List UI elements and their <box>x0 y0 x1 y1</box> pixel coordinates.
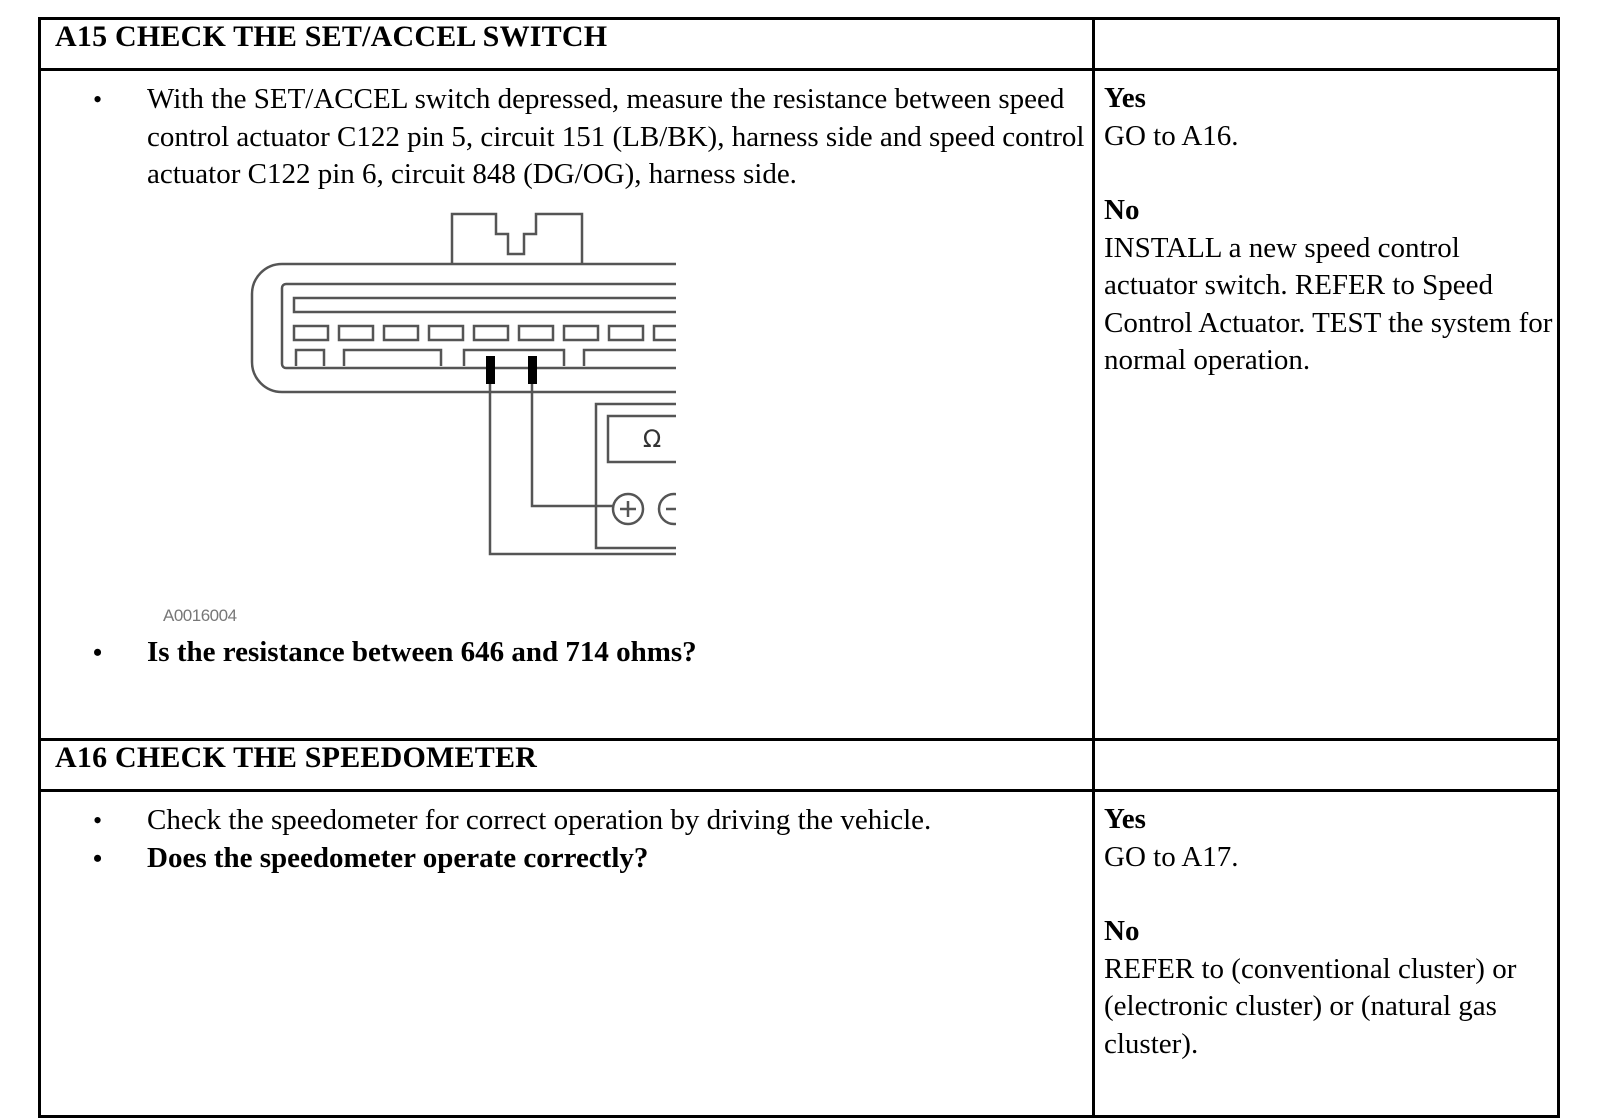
step-a15-header-row: A15 CHECK THE SET/ACCEL SWITCH <box>38 17 1560 71</box>
step-a16-yes-label: Yes <box>1104 803 1146 835</box>
step-a16-yes-action: GO to A17. <box>1104 840 1239 873</box>
connector-meter-diagram: Ω A0016004 <box>41 194 1092 634</box>
step-a16-no-label: No <box>1104 915 1140 947</box>
step-a15-no-label: No <box>1104 194 1140 226</box>
step-a16-instruction: Check the speedometer for correct operat… <box>41 802 1092 840</box>
step-a15-result-cell: Yes GO to A16. No INSTALL a new speed co… <box>1092 68 1560 741</box>
step-a16-header-empty-cell <box>1092 738 1560 792</box>
step-a15-title-cell: A15 CHECK THE SET/ACCEL SWITCH <box>38 17 1095 71</box>
step-a15-test-cell: With the SET/ACCEL switch depressed, mea… <box>38 68 1095 741</box>
step-a16-title-cell: A16 CHECK THE SPEEDOMETER <box>38 738 1095 792</box>
step-a16-header-row: A16 CHECK THE SPEEDOMETER <box>38 738 1560 792</box>
diagnostic-procedure-table: A15 CHECK THE SET/ACCEL SWITCH With the … <box>38 17 1560 1118</box>
step-a16-test-cell: Check the speedometer for correct operat… <box>38 789 1095 1118</box>
figure-id: A0016004 <box>163 605 237 625</box>
connector-c122-multimeter-figure: Ω <box>250 212 676 555</box>
step-a15-yes-action: GO to A16. <box>1104 119 1239 152</box>
step-a16-body-row: Check the speedometer for correct operat… <box>38 789 1560 1118</box>
step-a16-title: A16 CHECK THE SPEEDOMETER <box>55 741 538 774</box>
step-a15-no-action: INSTALL a new speed control actuator swi… <box>1104 231 1553 377</box>
step-a15-yes-label: Yes <box>1104 82 1146 114</box>
step-a15-title: A15 CHECK THE SET/ACCEL SWITCH <box>55 20 608 53</box>
step-a16-question: Does the speedometer operate correctly? <box>41 840 1092 878</box>
step-a15-body-row: With the SET/ACCEL switch depressed, mea… <box>38 68 1560 741</box>
step-a15-question: Is the resistance between 646 and 714 oh… <box>41 634 1092 672</box>
step-a16-result-cell: Yes GO to A17. No REFER to (conventional… <box>1092 789 1560 1118</box>
ohm-symbol: Ω <box>643 425 661 453</box>
step-a15-header-empty-cell <box>1092 17 1560 71</box>
step-a15-instruction: With the SET/ACCEL switch depressed, mea… <box>41 81 1092 194</box>
step-a16-no-action: REFER to (conventional cluster) or (elec… <box>1104 952 1517 1060</box>
